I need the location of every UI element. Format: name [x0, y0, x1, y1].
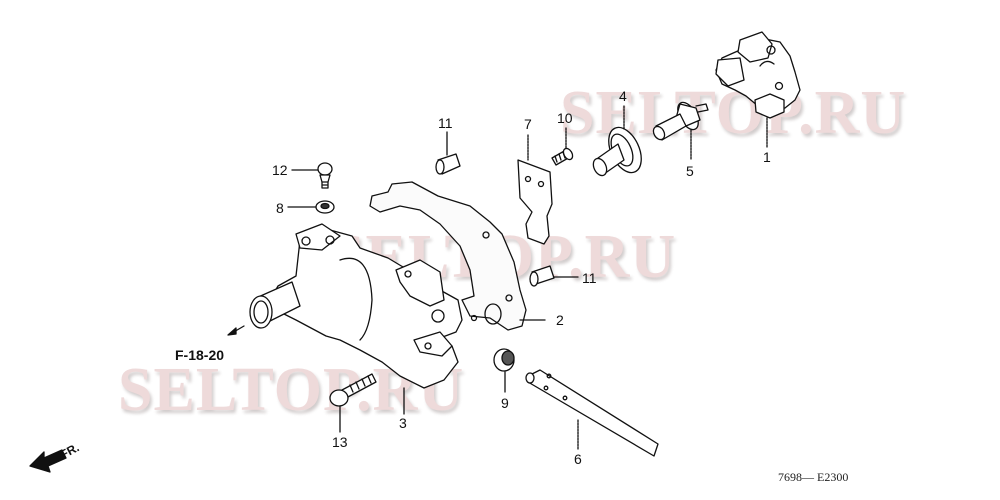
part-6-shaft: [525, 369, 659, 457]
callout-4: 4: [619, 88, 627, 104]
part-8-washer: [315, 200, 335, 214]
part-11-dowel-top: [435, 153, 461, 175]
part-4-cap-washer: [592, 126, 642, 177]
part-12-flange-bolt: [317, 162, 333, 189]
part-1-arm-bracket: [715, 31, 801, 119]
callout-11-lower: 11: [582, 270, 597, 286]
part-2-gasket: [369, 181, 527, 331]
callout-11-top: 11: [438, 115, 453, 131]
callout-7: 7: [524, 116, 532, 132]
callout-9: 9: [501, 395, 509, 411]
part-3-pump-housing: [249, 223, 463, 389]
callout-5: 5: [686, 163, 694, 179]
part-7-plate-bracket: [517, 159, 553, 245]
callout-1: 1: [763, 149, 771, 165]
reference-label[interactable]: F-18-20: [175, 347, 225, 363]
diagram-code: 7698— E2300: [778, 470, 849, 484]
callout-8: 8: [276, 200, 284, 216]
callout-3: 3: [399, 415, 407, 431]
callout-6: 6: [574, 451, 582, 467]
part-5-bolt-shaft: [652, 101, 709, 141]
fr-arrow-icon: [29, 449, 67, 473]
callout-12: 12: [272, 162, 288, 178]
callout-2: 2: [556, 312, 564, 328]
part-10-small-screw: [551, 147, 574, 166]
part-11-dowel-lower: [529, 265, 555, 287]
part-13-long-bolt: [329, 373, 377, 407]
callout-13: 13: [332, 434, 348, 450]
callout-10: 10: [557, 110, 573, 126]
part-9-seal-nut: [493, 348, 515, 372]
